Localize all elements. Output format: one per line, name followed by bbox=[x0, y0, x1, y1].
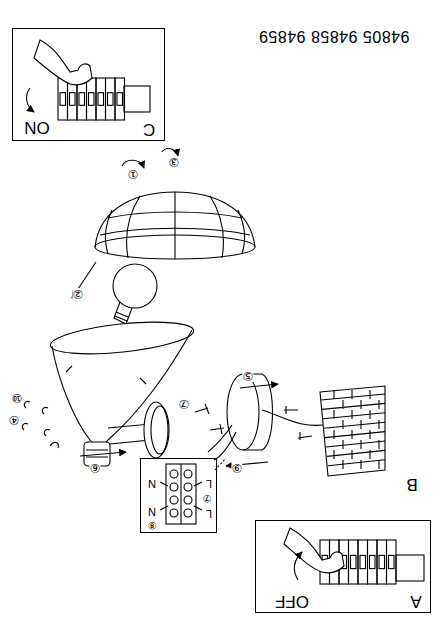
switch-arrow bbox=[295, 552, 302, 580]
step-letter: C bbox=[143, 121, 155, 138]
callout-number: ⑩ bbox=[12, 392, 23, 404]
callout-number: ⑨ bbox=[232, 462, 243, 474]
terminal-name: N bbox=[148, 478, 156, 489]
switch-arrow bbox=[27, 88, 34, 112]
assembly-arrow bbox=[80, 452, 126, 456]
hand bbox=[34, 40, 92, 85]
terminal-block bbox=[160, 464, 202, 524]
switch-state: ON bbox=[24, 119, 50, 136]
inset-box: A OFF bbox=[255, 520, 431, 613]
terminal-name: N bbox=[148, 506, 156, 517]
model-numbers: 94805 94858 94859 bbox=[259, 28, 410, 44]
lamp-body bbox=[49, 317, 195, 466]
rotate-arrow bbox=[122, 160, 144, 168]
callout-number: ② bbox=[73, 288, 84, 300]
wall-plug bbox=[284, 406, 298, 414]
rail-end bbox=[124, 86, 150, 112]
wall-plug bbox=[298, 432, 312, 440]
screw bbox=[22, 401, 224, 448]
callout-number: ⑧ bbox=[148, 520, 157, 530]
callout-number: ④ bbox=[9, 414, 20, 426]
callout-number: ⑥ bbox=[90, 462, 101, 474]
callout-number: ⑦ bbox=[203, 493, 212, 503]
step-letter: A bbox=[410, 593, 421, 610]
bulb bbox=[113, 264, 157, 324]
breaker-row bbox=[58, 78, 125, 120]
rotate-arrow bbox=[162, 149, 178, 156]
mounting-plate bbox=[208, 374, 330, 460]
assembly-arrow bbox=[240, 384, 278, 388]
callout-number: ③ bbox=[169, 156, 180, 168]
inset-box: C ON bbox=[12, 28, 165, 141]
glass-cover bbox=[95, 192, 255, 259]
brick-wall bbox=[320, 386, 385, 476]
rail-end bbox=[396, 555, 424, 581]
terminal-name: L bbox=[206, 478, 212, 489]
hand bbox=[284, 528, 344, 573]
switch-state: OFF bbox=[275, 593, 309, 610]
terminal-name: L bbox=[206, 508, 212, 519]
step-letter: B bbox=[406, 476, 417, 493]
callout-number: ① bbox=[128, 168, 139, 180]
inset-box: N L N L ⑦ ⑧ bbox=[140, 458, 217, 533]
callout-number: ⑤ bbox=[243, 370, 254, 382]
callout-number: ⑦ bbox=[179, 398, 190, 410]
